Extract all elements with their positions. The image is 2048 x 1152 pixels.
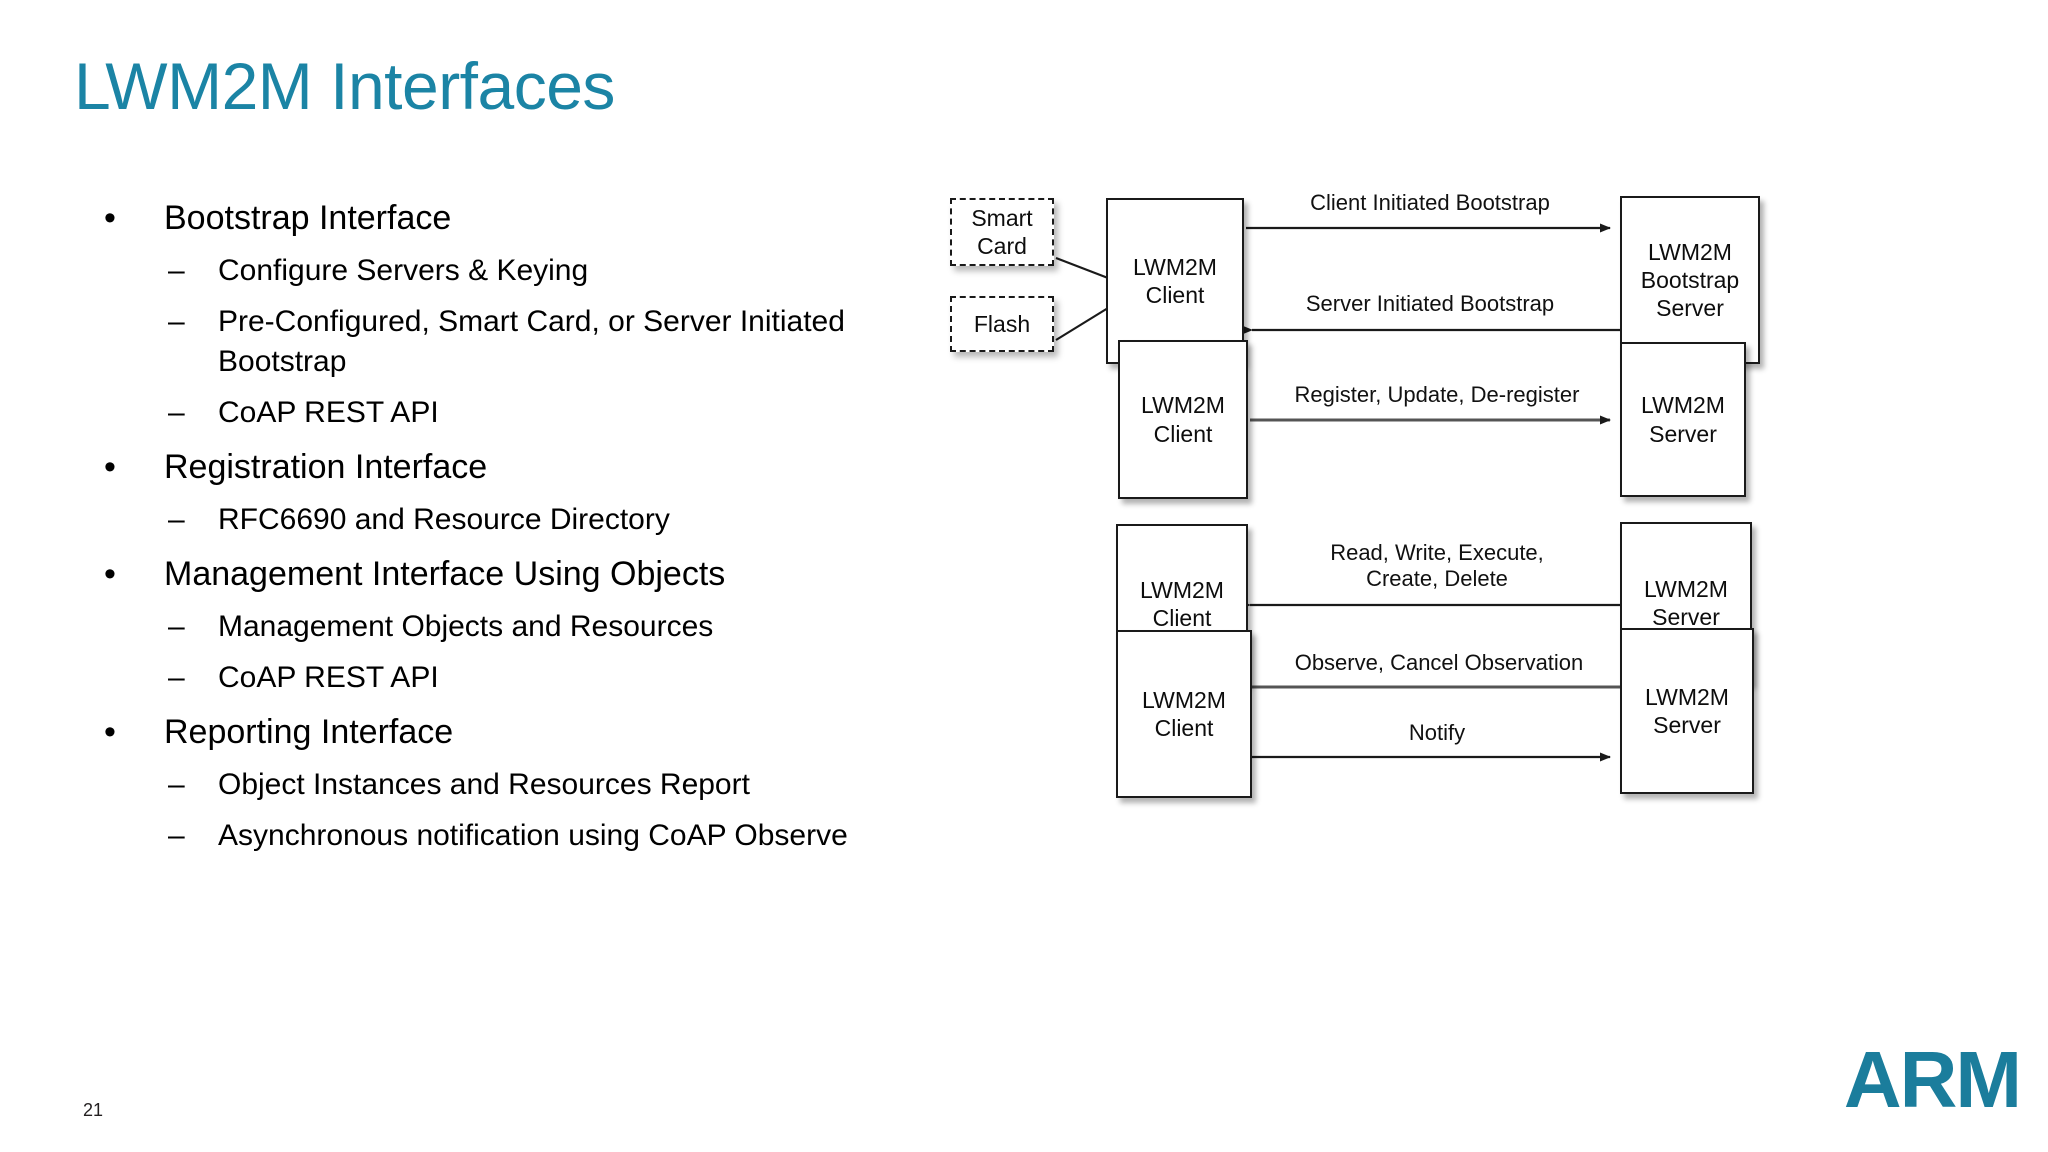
bullet-marker: • (104, 712, 116, 751)
bullet-level2: – RFC6690 and Resource Directory (96, 500, 916, 540)
dash-marker: – (168, 610, 185, 644)
bullet-marker: • (104, 199, 116, 237)
bullet-level1: • Reporting Interface (96, 710, 916, 754)
diagram-box-lwm2m-server-reporting: LWM2M Server (1620, 628, 1754, 794)
bullet-marker: • (104, 447, 116, 486)
diagram-box-lwm2m-client-reporting: LWM2M Client (1116, 630, 1252, 798)
bullet-level2: – CoAP REST API (96, 393, 916, 433)
page-title: LWM2M Interfaces (74, 49, 615, 123)
bullet-level2: – CoAP REST API (96, 658, 916, 698)
edge-label-notify: Notify (1408, 720, 1466, 745)
bullet-level2-label: Management Objects and Resources (218, 610, 714, 644)
dash-marker: – (168, 660, 185, 694)
bullet-level1: • Bootstrap Interface (96, 196, 916, 240)
bullet-level2-label: CoAP REST API (218, 395, 439, 429)
bullet-level1: • Management Interface Using Objects (96, 552, 916, 596)
bullet-level1-label: Bootstrap Interface (164, 199, 452, 237)
bullet-list: • Bootstrap Interface – Configure Server… (96, 196, 916, 856)
bullet-marker: • (104, 554, 116, 593)
diagram-box-lwm2m-client-registration: LWM2M Client (1118, 340, 1248, 499)
bullet-level2-label: Pre-Configured, Smart Card, or Server In… (218, 305, 845, 378)
page-number: 21 (83, 1100, 104, 1120)
lwm2m-interfaces-diagram: Smart Card Flash LWM2M Client LWM2M Boot… (920, 150, 1820, 1030)
diagram-box-smart-card: Smart Card (950, 198, 1054, 266)
edge-label-read-write-execute-create-delete: Read, Write, Execute, Create, Delete (1330, 540, 1544, 591)
bullet-level2: – Management Objects and Resources (96, 607, 916, 647)
bullet-level2-label: CoAP REST API (218, 660, 439, 694)
dash-marker: – (168, 818, 185, 852)
diagram-box-lwm2m-bootstrap-server: LWM2M Bootstrap Server (1620, 196, 1760, 364)
bullet-level2: – Configure Servers & Keying (96, 251, 916, 291)
dash-marker: – (168, 767, 185, 801)
arm-logo: ARM (1843, 1035, 2022, 1124)
dash-marker: – (168, 254, 185, 288)
edge-label-client-initiated-bootstrap: Client Initiated Bootstrap (1310, 190, 1550, 215)
dash-marker: – (168, 502, 185, 536)
diagram-box-lwm2m-client-bootstrap: LWM2M Client (1106, 198, 1244, 364)
bullet-level1-label: Reporting Interface (164, 712, 454, 751)
bullet-level2: – Pre-Configured, Smart Card, or Server … (96, 302, 916, 382)
bullet-level2: – Object Instances and Resources Report (96, 765, 916, 805)
bullet-level1-label: Management Interface Using Objects (164, 554, 726, 593)
edge-label-observe-cancel-observation: Observe, Cancel Observation (1294, 650, 1584, 675)
dash-marker: – (168, 305, 185, 339)
diagram-box-flash: Flash (950, 296, 1054, 352)
bullet-level2-label: Asynchronous notification using CoAP Obs… (218, 818, 848, 852)
dash-marker: – (168, 395, 185, 429)
diagram-box-lwm2m-server-registration: LWM2M Server (1620, 342, 1746, 497)
diagram-connectors (1055, 223, 1620, 762)
bullet-level2-label: Object Instances and Resources Report (218, 767, 750, 801)
bullet-level2-label: RFC6690 and Resource Directory (218, 502, 670, 536)
bullet-level1-label: Registration Interface (164, 447, 488, 486)
bullet-level1: • Registration Interface (96, 445, 916, 489)
edge-label-register-update-deregister: Register, Update, De-register (1294, 382, 1580, 407)
bullet-level2: – Asynchronous notification using CoAP O… (96, 816, 916, 856)
bullet-level2-label: Configure Servers & Keying (218, 254, 589, 288)
edge-label-server-initiated-bootstrap: Server Initiated Bootstrap (1305, 291, 1555, 316)
